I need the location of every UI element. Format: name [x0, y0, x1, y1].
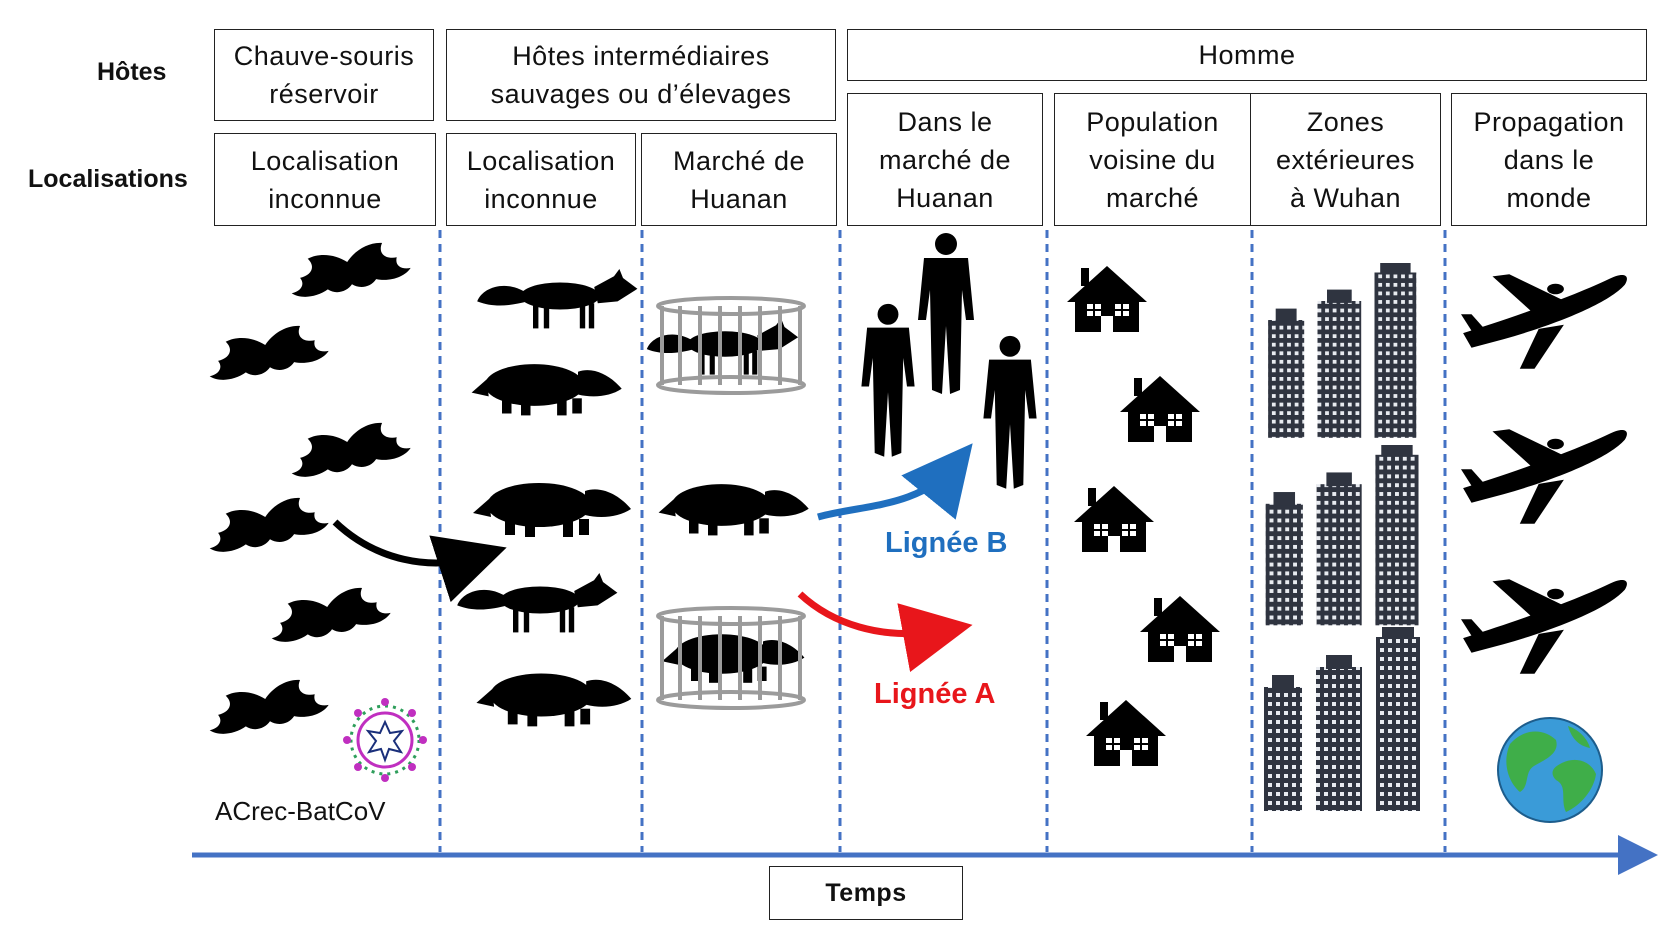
locations-row-label: Localisations — [28, 165, 188, 193]
location-neighbors-box: Population voisine du marché — [1054, 93, 1251, 226]
virus-icon — [343, 698, 427, 782]
airplane-icon — [1461, 579, 1627, 674]
house-icon — [1140, 596, 1220, 662]
bat-icon — [285, 417, 413, 482]
raccoon-dog-icon — [658, 484, 809, 536]
cage-icon — [656, 606, 806, 710]
bat-icon — [285, 237, 413, 302]
lineage-b-label: Lignée B — [885, 527, 1007, 559]
person-icon — [983, 335, 1037, 489]
location-market-box: Marché de Huanan — [641, 133, 837, 226]
house-icon — [1074, 486, 1154, 552]
host-bat-box: Chauve-souris réservoir — [214, 29, 434, 121]
bat-to-intermediate-arrow — [332, 519, 507, 603]
person-icon — [918, 233, 974, 394]
virus-label: ACrec-BatCoV — [215, 796, 386, 826]
building-icon — [1268, 263, 1417, 438]
house-icon — [1086, 700, 1166, 766]
cage-icon — [646, 296, 806, 395]
host-human-box: Homme — [847, 29, 1647, 81]
raccoon-dog-icon — [473, 483, 631, 537]
location-in-market-box: Dans le marché de Huanan — [847, 93, 1043, 226]
host-intermediate-box: Hôtes intermédiaires sauvages ou d’éleva… — [446, 29, 836, 121]
location-unknown-1-box: Localisation inconnue — [214, 133, 436, 226]
airplane-icon — [1461, 274, 1627, 369]
house-icon — [1120, 376, 1200, 442]
time-axis-label: Temps — [769, 866, 963, 920]
lineage-a-label: Lignée A — [874, 678, 995, 710]
bat-icon — [203, 320, 331, 385]
hosts-row-label: Hôtes — [97, 58, 167, 86]
raccoon-dog-icon — [476, 673, 632, 727]
bat-icon — [203, 674, 331, 739]
location-outside-wuhan-box: Zones extérieures à Wuhan — [1250, 93, 1441, 226]
fox-icon — [477, 269, 638, 329]
lineage-a-arrow — [797, 591, 973, 673]
location-worldwide-box: Propagation dans le monde — [1451, 93, 1647, 226]
bat-icon — [203, 492, 331, 557]
fox-icon — [457, 573, 618, 633]
location-unknown-2-box: Localisation inconnue — [446, 133, 636, 226]
lineage-b-arrow — [817, 443, 973, 521]
raccoon-dog-icon — [471, 364, 622, 416]
building-icon — [1265, 445, 1419, 626]
bat-icon — [265, 582, 393, 647]
house-icon — [1067, 266, 1147, 332]
building-icon — [1264, 627, 1420, 811]
person-icon — [861, 303, 915, 457]
airplane-icon — [1461, 429, 1627, 524]
globe-icon — [1497, 717, 1603, 823]
